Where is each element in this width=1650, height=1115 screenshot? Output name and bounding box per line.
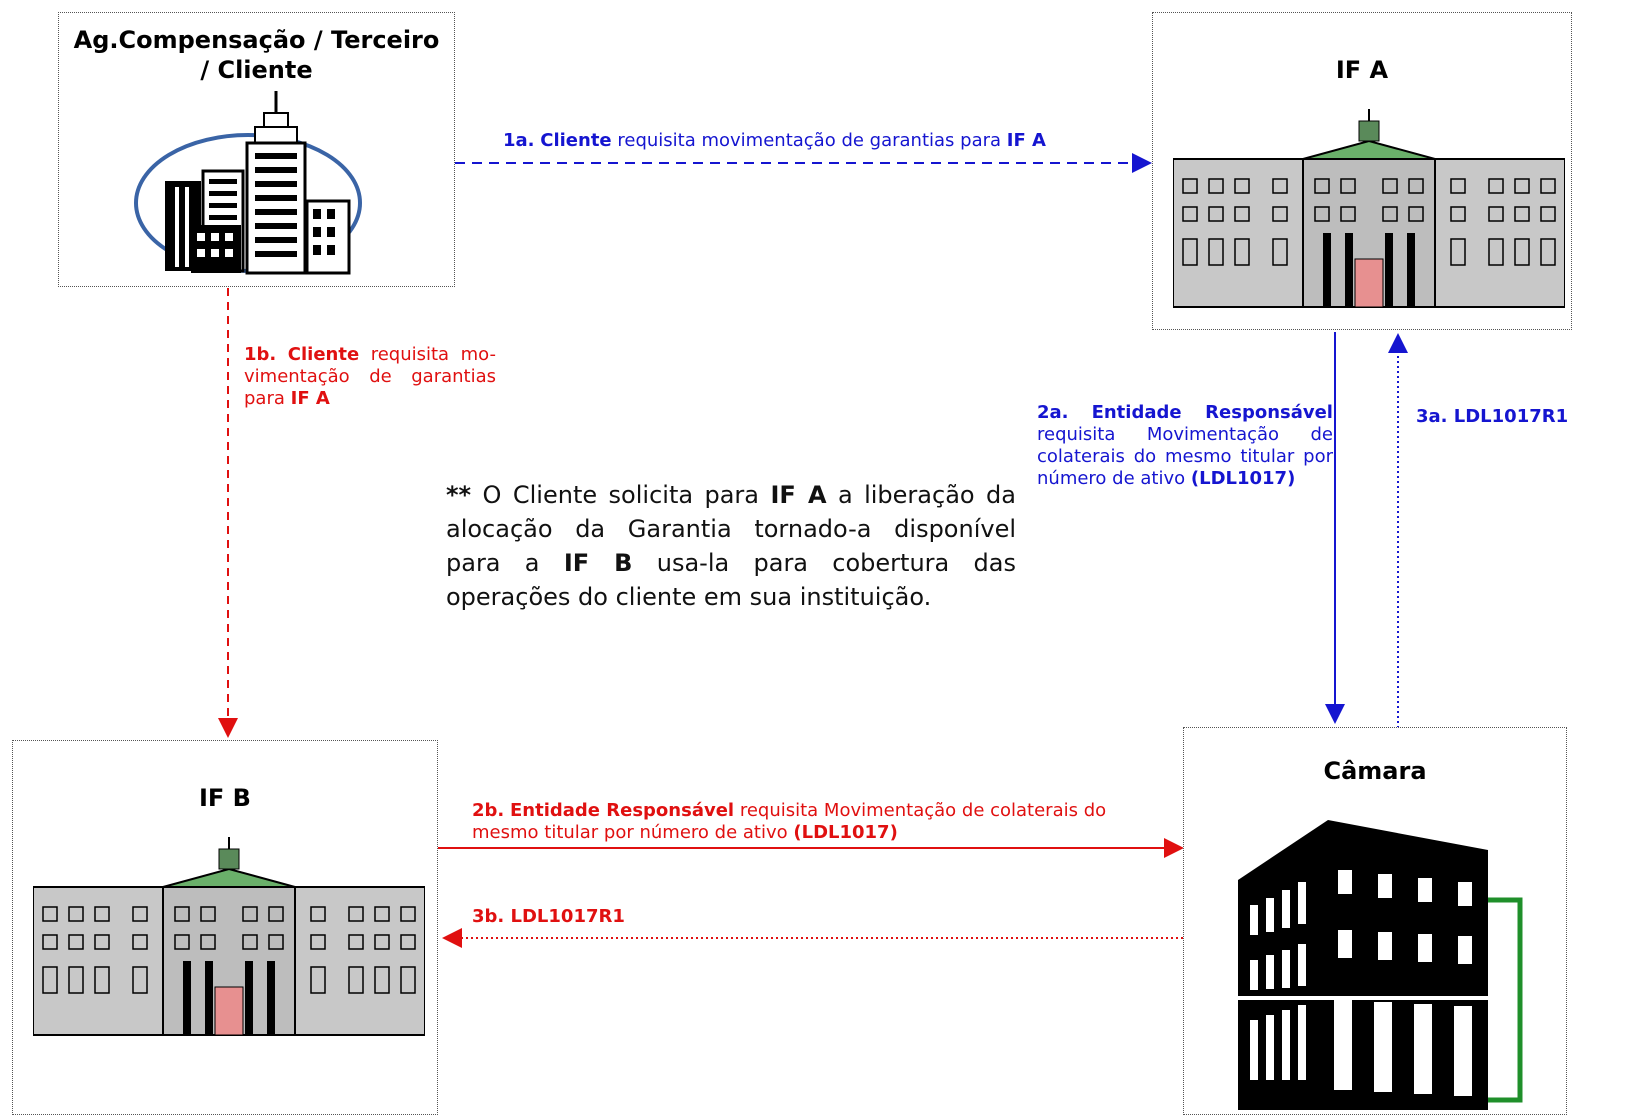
city-skyline-icon <box>134 91 362 275</box>
note-marker: ** <box>446 481 472 509</box>
bank-building-icon <box>1173 109 1565 308</box>
node-camara-title: Câmara <box>1323 757 1427 785</box>
flow-3a-label: 3a. LDL1017R1 <box>1416 406 1568 428</box>
flow-1a-target: IF A <box>1006 130 1046 151</box>
flow-1b-text: requisita mo-vimentação de garantias par… <box>244 344 496 409</box>
flow-2b-actor: Entidade Responsável <box>509 800 735 821</box>
node-if-b: IF B <box>12 740 438 1115</box>
flow-1b-target: IF A <box>290 388 330 409</box>
flow-2b-text: requisita Movimentação de colaterais do … <box>472 800 1107 843</box>
flow-2b-code: (LDL1017) <box>793 822 898 843</box>
note-bold-2: IF B <box>563 549 633 577</box>
center-note: ** O Cliente solicita para IF A a libera… <box>446 478 1016 614</box>
flow-2a-code: (LDL1017) <box>1190 468 1296 489</box>
flow-1a-label: 1a. Cliente requisita movimentação de ga… <box>503 130 1046 152</box>
node-cliente-title: Ag.Compensação / Terceiro / Cliente <box>73 26 440 84</box>
node-if-a-title: IF A <box>1335 56 1389 84</box>
flow-3b-text: 3b. LDL1017R1 <box>472 906 625 927</box>
note-text-1: O Cliente solicita para <box>482 481 760 509</box>
node-camara: Câmara <box>1183 727 1567 1115</box>
flow-2a-step: 2a. <box>1037 402 1069 423</box>
flow-2a-label: 2a. Entidade Responsável requisita Movim… <box>1037 402 1333 490</box>
note-text-3: usa-la para cobertura das operações do c… <box>446 549 1016 611</box>
note-bold-1: IF A <box>770 481 827 509</box>
flow-1a-step: 1a. <box>503 130 535 151</box>
node-cliente: Ag.Compensação / Terceiro / Cliente <box>58 12 455 287</box>
flow-1b-label: 1b. Cliente requisita mo-vimentação de g… <box>244 344 496 410</box>
node-if-a: IF A <box>1152 12 1572 330</box>
chamber-building-icon <box>1238 820 1523 1110</box>
flow-2b-step: 2b. <box>472 800 505 821</box>
flow-2b-label: 2b. Entidade Responsável requisita Movim… <box>472 800 1122 844</box>
flow-1b-step: 1b. <box>244 344 277 365</box>
flow-3a-text: 3a. LDL1017R1 <box>1416 406 1569 427</box>
flow-1b-actor: Cliente <box>287 344 360 365</box>
flow-1a-text: requisita movimentação de garantias para <box>617 130 1002 151</box>
bank-building-icon <box>33 837 425 1036</box>
note-text-2: a liberação da alocação da Garantia torn… <box>446 481 1016 577</box>
flow-3b-label: 3b. LDL1017R1 <box>472 906 625 928</box>
flow-2a-actor: Entidade Responsável <box>1091 402 1333 423</box>
flow-2a-text: requisita Movimentação de colaterais do … <box>1037 424 1333 489</box>
node-if-b-title: IF B <box>199 784 251 812</box>
flow-1a-actor: Cliente <box>540 130 612 151</box>
